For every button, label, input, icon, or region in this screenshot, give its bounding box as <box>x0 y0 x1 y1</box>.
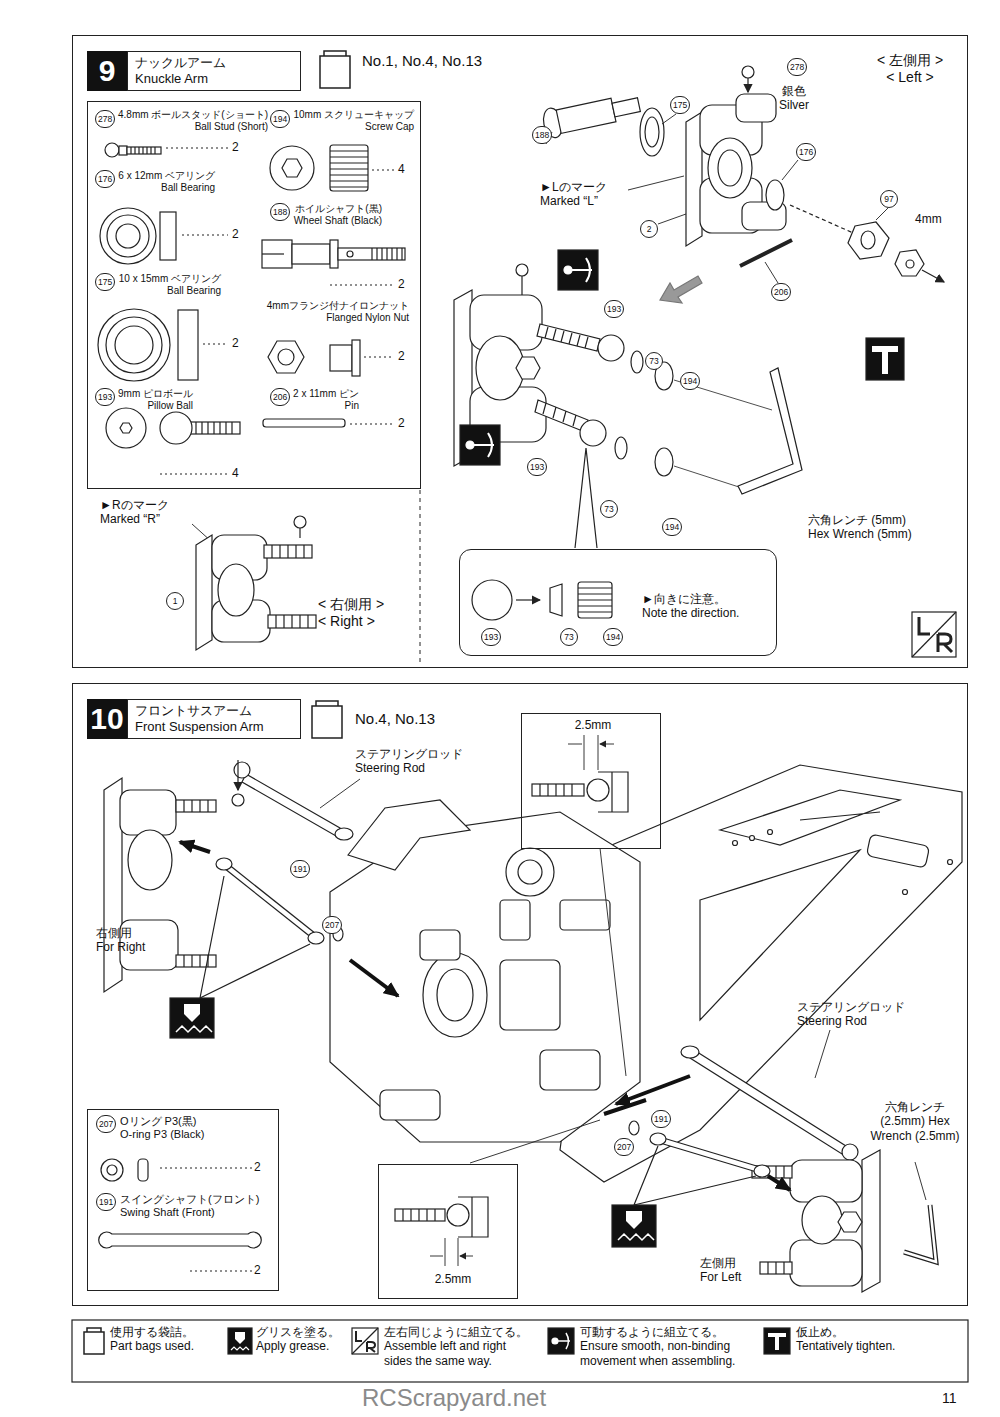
node-text: 2.5mm <box>435 1272 472 1286</box>
quantity: 2 <box>254 1160 261 1174</box>
callout-number: 193 <box>95 388 115 406</box>
knuckle-exploded-view <box>192 66 956 662</box>
parts-list-box: 4.8mm ボールスタッド(ショート) Ball Stud (Short) 10m… <box>87 101 421 489</box>
legend-panel <box>72 1320 968 1382</box>
watermark: RCScrapyard.net <box>362 1384 546 1413</box>
detail-inset: 2.5mm <box>378 1164 518 1299</box>
quantity: 2 <box>398 349 405 363</box>
step-title-box: ナックルアーム Knuckle Arm <box>127 51 301 91</box>
quantity: 2 <box>398 416 405 430</box>
callout-number: 175 <box>670 96 690 114</box>
part-name: 10 x 15mm ベアリング Ball Bearing <box>116 273 221 297</box>
callout-number: 193 <box>527 458 547 476</box>
detail-inset: 2.5mm <box>521 713 661 849</box>
step-title: フロントサスアーム Front Suspension Arm <box>135 703 266 734</box>
part-name: 10mm スクリューキャップ Screw Cap <box>291 109 414 133</box>
callout-number: 193 <box>481 628 501 646</box>
callout-number: 188 <box>532 126 552 144</box>
quantity: 2 <box>398 277 405 291</box>
part-name: 2 x 11mm ピン Pin <box>291 388 359 412</box>
label-text: 六角レンチ (5mm) Hex Wrench (5mm) <box>808 513 914 542</box>
callout-number: 194 <box>662 518 682 536</box>
node-text: 2.5mm <box>575 718 612 732</box>
callout-number: 207 <box>322 916 342 934</box>
step-number-box: 9 <box>87 51 127 91</box>
part-name: 4.8mm ボールスタッド(ショート) Ball Stud (Short) <box>116 109 268 133</box>
part-name: スイングシャフト(フロント) Swing Shaft (Front) <box>120 1193 262 1219</box>
step-number: 10 <box>90 701 123 737</box>
callout-number: 176 <box>95 170 115 188</box>
callout-number: 194 <box>680 372 700 390</box>
quantity: 2 <box>232 336 239 350</box>
part-name: Oリング P3(黒) O-ring P3 (Black) <box>120 1115 207 1141</box>
callout-number: 97 <box>880 190 898 208</box>
label-text: 11 <box>942 1390 957 1407</box>
quantity: 4 <box>232 466 239 480</box>
step-title: ナックルアーム Knuckle Arm <box>135 55 228 86</box>
callout-number: 206 <box>771 283 791 301</box>
callout-number: 207 <box>614 1138 634 1156</box>
callout-number: 278 <box>95 110 115 128</box>
legend-text: 可動するように組立てる。 Ensure smooth, non-binding … <box>580 1325 738 1368</box>
callout-number: 176 <box>796 143 816 161</box>
chassis-assembly-view <box>104 735 962 1292</box>
callout-number: 194 <box>603 628 623 646</box>
part-name: 4mmフランジ付ナイロンナット Flanged Nylon Nut <box>264 300 409 324</box>
part-name: 6 x 12mm ベアリング Ball Bearing <box>116 170 215 194</box>
legend-text: 左右同じように組立てる。 Assemble left and right sid… <box>384 1325 530 1368</box>
step-panel: 10フロントサスアーム Front Suspension Arm2.5mmOリン… <box>72 683 968 1306</box>
callout-number: 73 <box>600 500 618 518</box>
step-number: 9 <box>99 53 116 89</box>
label-text: 左側用 For Left <box>700 1256 744 1285</box>
callout-number: 191 <box>96 1193 116 1211</box>
label-text: No.1, No.4, No.13 <box>362 52 482 70</box>
callout-number: 175 <box>95 273 115 291</box>
label-text: < 左側用 > < Left > <box>876 52 945 86</box>
callout-number: 207 <box>96 1115 116 1133</box>
quantity: 2 <box>232 227 239 241</box>
callout-number: 2 <box>640 220 658 238</box>
step-title-box: フロントサスアーム Front Suspension Arm <box>127 699 301 739</box>
label-text: ステアリングロッド Steering Rod <box>355 747 465 776</box>
callout-number: 206 <box>270 388 290 406</box>
callout-number: 191 <box>651 1110 671 1128</box>
part-name: ホイルシャフト(黒) Wheel Shaft (Black) <box>291 203 382 227</box>
step-panel: 9 ナックルアーム Knuckle Arm 4.8mm ボールスタッド(ショート) … <box>72 35 968 668</box>
callout-number: 73 <box>560 628 578 646</box>
label-text: 六角レンチ (2.5mm) Hex Wrench (2.5mm) <box>869 1100 961 1143</box>
part-name: 9mm ピロボール Pillow Ball <box>116 388 193 412</box>
label-text: ►Rのマーク Marked “R” <box>100 498 171 527</box>
label-text: ►Lのマーク Marked “L” <box>540 180 609 209</box>
quantity: 2 <box>232 140 239 154</box>
label-text: 4mm <box>915 212 942 226</box>
step-number-box: 10 <box>87 699 127 739</box>
label-text: < 右側用 > < Right > <box>318 596 387 630</box>
label-text: No.4, No.13 <box>355 710 435 728</box>
legend-text: 仮止め。 Tentatively tighten. <box>796 1325 898 1354</box>
legend-text: 使用する袋詰。 Part bags used. <box>110 1325 197 1354</box>
label-text: ステアリングロッド Steering Rod <box>797 1000 907 1029</box>
callout-number: 188 <box>270 203 290 221</box>
label-text: 右側用 For Right <box>96 926 148 955</box>
node-text: ►向きに注意。 Note the direction. <box>642 592 742 621</box>
quantity: 2 <box>254 1263 261 1277</box>
callout-number: 73 <box>645 352 663 370</box>
callout-number: 194 <box>270 110 290 128</box>
callout-number: 191 <box>290 860 310 878</box>
legend-text: グリスを塗る。 Apply grease. <box>256 1325 342 1354</box>
callout-number: 278 <box>787 58 807 76</box>
callout-number: 1 <box>166 592 184 610</box>
quantity: 4 <box>398 162 405 176</box>
callout-number: 193 <box>604 300 624 318</box>
label-text: 銀色 Silver <box>778 84 811 113</box>
